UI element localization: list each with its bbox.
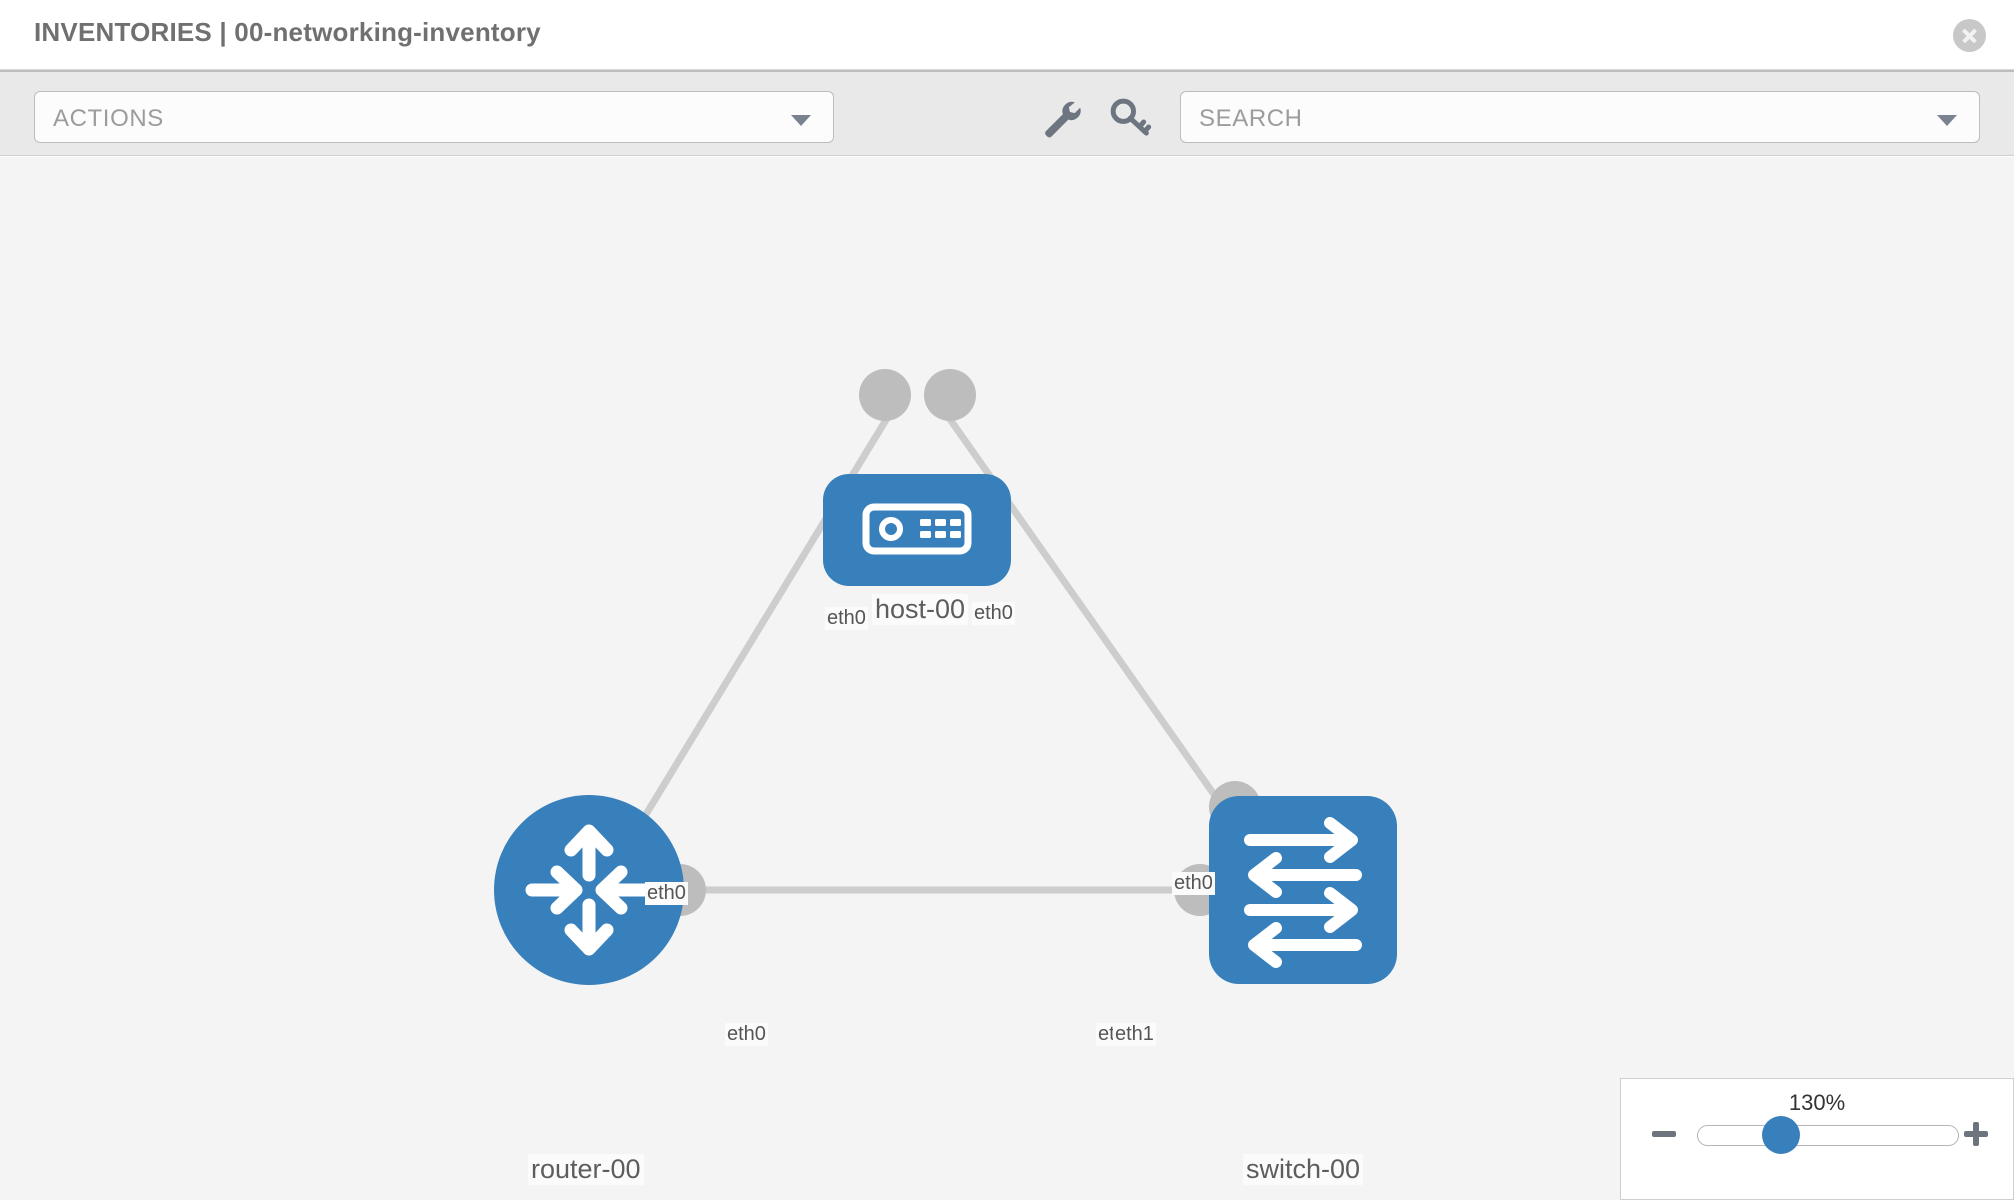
minus-icon[interactable] <box>1649 1119 1679 1149</box>
zoom-slider-track[interactable] <box>1697 1125 1959 1146</box>
actions-dropdown-label: ACTIONS <box>53 105 164 132</box>
endpoint-host-right <box>924 369 976 421</box>
iface-label: eth0 <box>972 602 1015 625</box>
page-header: INVENTORIES | 00-networking-inventory <box>0 0 2014 70</box>
node-switch-00 <box>1209 796 1397 984</box>
search-input[interactable]: SEARCH <box>1180 91 1980 143</box>
node-label-router-00: router-00 <box>528 1154 644 1185</box>
actions-dropdown[interactable]: ACTIONS <box>34 91 834 143</box>
node-label-host-00: host-00 <box>872 594 969 625</box>
zoom-level-value: 130% <box>1788 1090 1846 1115</box>
zoom-slider-thumb[interactable] <box>1762 1116 1800 1154</box>
node-label-switch-00: switch-00 <box>1243 1154 1364 1185</box>
iface-label: eth1 <box>1113 1023 1156 1046</box>
page-title: INVENTORIES | 00-networking-inventory <box>34 17 541 47</box>
wrench-icon[interactable] <box>1040 94 1086 140</box>
endpoint-group <box>654 369 1261 916</box>
toolbar: ACTIONS SEARCH <box>0 70 2014 156</box>
search-placeholder: SEARCH <box>1199 105 1303 132</box>
plus-icon[interactable] <box>1961 1119 1991 1149</box>
topology-graph <box>494 369 1397 985</box>
zoom-control-panel: 130% <box>1620 1078 2014 1200</box>
close-icon[interactable] <box>1953 19 1986 52</box>
chevron-down-icon[interactable] <box>1937 115 1957 126</box>
endpoint-host-left <box>859 369 911 421</box>
iface-label: eth0 <box>725 1023 768 1046</box>
iface-label: eth0 <box>645 882 688 905</box>
key-icon[interactable] <box>1108 94 1154 140</box>
iface-label: eth0 <box>1172 872 1215 895</box>
topology-canvas[interactable]: eth0 eth0 eth0 eth0 eth0 eth0 eth1 host-… <box>0 157 2014 1200</box>
chevron-down-icon <box>791 115 811 126</box>
node-host-00 <box>823 474 1011 586</box>
iface-label: eth0 <box>825 607 868 630</box>
node-router-00 <box>494 795 684 985</box>
